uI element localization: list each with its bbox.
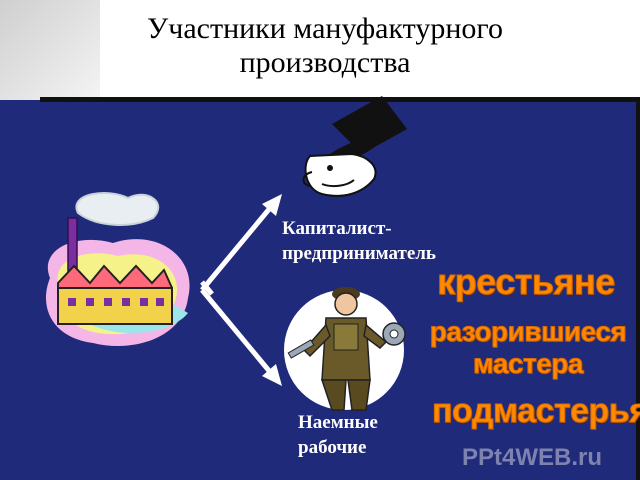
workers-label-line-2: рабочие — [298, 437, 367, 458]
slide-border-right — [636, 97, 640, 480]
capitalist-label-line-1: Капиталист- — [282, 218, 392, 239]
group-ruined-masters: разорившиеся мастера — [428, 316, 628, 380]
factory-illustration — [45, 192, 190, 346]
group-ruined-masters-line-1: разорившиеся — [429, 316, 627, 348]
title-line-1: Участники мануфактурного — [147, 12, 503, 45]
slide-border-top — [40, 97, 640, 102]
branching-arrow — [200, 194, 282, 386]
group-peasants: крестьяне — [437, 261, 616, 302]
title-line-2: производства — [239, 46, 411, 79]
capitalist-label-line-2: предприниматель — [282, 243, 436, 264]
slide-title: Участники мануфактурного производства — [100, 12, 550, 80]
capitalist-label: Капиталист- предприниматель — [282, 216, 436, 266]
group-ruined-masters-line-2: мастера — [473, 348, 584, 380]
watermark: PPt4WEB.ru — [462, 444, 603, 471]
workers-label-line-1: Наемные — [298, 412, 378, 433]
workers-label: Наемные рабочие — [298, 410, 378, 460]
capitalist-top-hat-illustration — [302, 96, 407, 197]
header-shade — [0, 0, 100, 100]
worker-with-wrenches-illustration — [284, 287, 406, 411]
group-apprentices: подмастерья — [432, 392, 640, 431]
